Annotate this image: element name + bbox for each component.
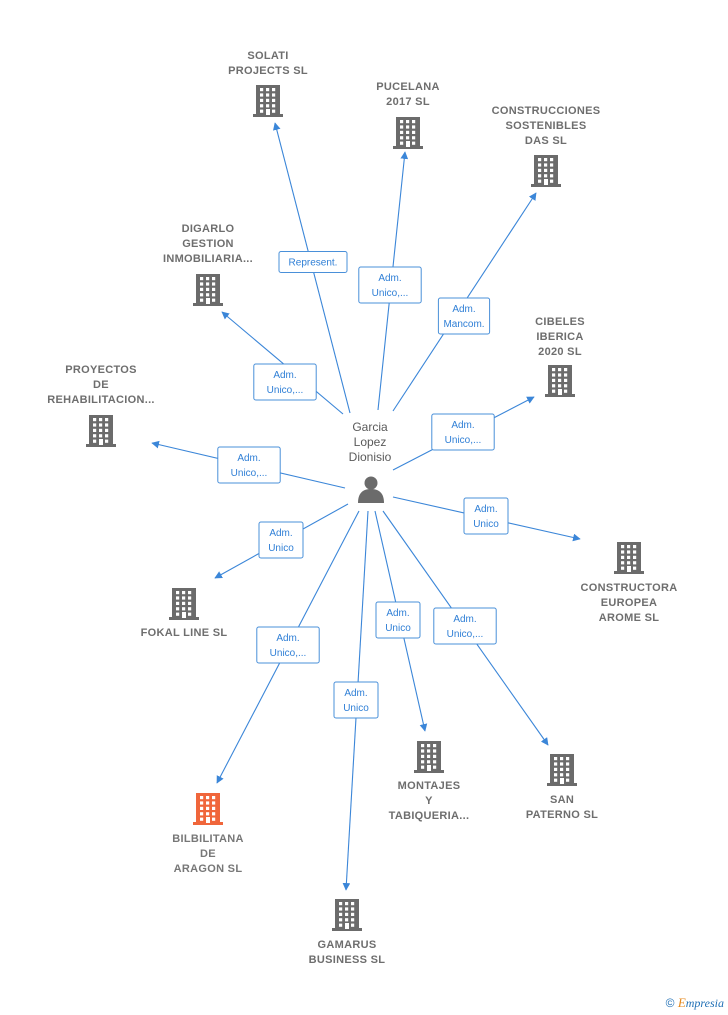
center-person-name-line: Garcia bbox=[352, 420, 388, 434]
company-name-sanpaterno[interactable]: PATERNO SL bbox=[526, 809, 598, 821]
relation-label-text: Unico,... bbox=[445, 435, 482, 446]
company-name-sanpaterno[interactable]: SAN bbox=[550, 794, 574, 806]
relation-label-gamarus[interactable]: Adm. Unico bbox=[333, 681, 379, 719]
company-name-proyectos[interactable]: DE bbox=[93, 379, 109, 391]
company-name-construcciones[interactable]: DAS SL bbox=[525, 135, 567, 147]
relation-label-text: Adm. bbox=[344, 688, 367, 699]
building-icon-pucelana[interactable] bbox=[393, 117, 423, 149]
relation-label-constructora[interactable]: Adm. Unico bbox=[463, 497, 509, 535]
building-icon-sanpaterno[interactable] bbox=[547, 754, 577, 786]
building-icon-construcciones[interactable] bbox=[531, 155, 561, 187]
company-name-proyectos[interactable]: PROYECTOS bbox=[65, 364, 137, 376]
company-name-bilbilitana[interactable]: ARAGON SL bbox=[174, 863, 243, 875]
company-name-montajes[interactable]: MONTAJES bbox=[398, 780, 461, 792]
relation-label-text: Unico,... bbox=[372, 288, 409, 299]
relation-label-text: Unico bbox=[473, 519, 499, 530]
relation-label-pucelana[interactable]: Adm. Unico,... bbox=[358, 266, 422, 304]
relation-label-text: Adm. bbox=[451, 420, 474, 431]
company-name-fokal[interactable]: FOKAL LINE SL bbox=[141, 627, 228, 639]
company-name-montajes[interactable]: Y bbox=[425, 795, 433, 807]
company-name-pucelana[interactable]: PUCELANA bbox=[376, 81, 440, 93]
building-icon-montajes[interactable] bbox=[414, 741, 444, 773]
company-name-proyectos[interactable]: REHABILITACION... bbox=[47, 394, 155, 406]
brand-rest: mpresia bbox=[685, 996, 724, 1010]
relation-label-solati[interactable]: Represent. bbox=[278, 251, 348, 273]
center-person-name-line: Dionisio bbox=[349, 450, 392, 464]
relation-label-fokal[interactable]: Adm. Unico bbox=[258, 521, 304, 559]
company-name-solati[interactable]: SOLATI bbox=[247, 50, 288, 62]
edge-digarlo bbox=[221, 311, 344, 415]
relation-label-text: Represent. bbox=[289, 258, 338, 269]
company-name-digarlo[interactable]: DIGARLO bbox=[182, 223, 235, 235]
company-name-cibeles[interactable]: 2020 SL bbox=[538, 346, 582, 358]
relation-label-text: Unico,... bbox=[447, 629, 484, 640]
relation-label-text: Adm. bbox=[273, 370, 296, 381]
company-name-gamarus[interactable]: BUSINESS SL bbox=[309, 954, 386, 966]
relation-label-text: Adm. bbox=[386, 608, 409, 619]
relation-label-montajes[interactable]: Adm. Unico bbox=[375, 601, 421, 639]
relation-label-text: Adm. bbox=[474, 504, 497, 515]
company-name-construcciones[interactable]: SOSTENIBLES bbox=[506, 120, 587, 132]
company-name-constructora[interactable]: CONSTRUCTORA bbox=[581, 582, 678, 594]
company-name-constructora[interactable]: EUROPEA bbox=[601, 597, 658, 609]
company-name-cibeles[interactable]: CIBELES bbox=[535, 316, 585, 328]
relation-label-proyectos[interactable]: Adm. Unico,... bbox=[217, 446, 281, 484]
copyright-symbol: © bbox=[665, 996, 675, 1010]
edge-labels-layer: Represent. Adm. Unico,... Adm. Mancom. Adm. Un… bbox=[217, 251, 509, 719]
company-name-digarlo[interactable]: INMOBILIARIA... bbox=[163, 253, 253, 265]
building-icon-constructora[interactable] bbox=[614, 542, 644, 574]
relation-label-text: Adm. bbox=[453, 614, 476, 625]
building-icon-fokal[interactable] bbox=[169, 588, 199, 620]
relation-label-text: Adm. bbox=[452, 304, 475, 315]
brand-initial: E bbox=[677, 995, 686, 1010]
relation-label-text: Unico bbox=[268, 543, 294, 554]
relation-label-text: Adm. bbox=[378, 273, 401, 284]
building-icon-digarlo[interactable] bbox=[193, 274, 223, 306]
company-name-bilbilitana[interactable]: BILBILITANA bbox=[172, 833, 244, 845]
company-name-solati[interactable]: PROJECTS SL bbox=[228, 65, 308, 77]
building-icon-gamarus[interactable] bbox=[332, 899, 362, 931]
company-name-cibeles[interactable]: IBERICA bbox=[536, 331, 583, 343]
company-name-constructora[interactable]: AROME SL bbox=[599, 612, 659, 624]
company-name-digarlo[interactable]: GESTION bbox=[182, 238, 234, 250]
relation-label-text: Unico bbox=[343, 703, 369, 714]
building-icon-proyectos[interactable] bbox=[86, 415, 116, 447]
relation-label-digarlo[interactable]: Adm. Unico,... bbox=[253, 363, 317, 401]
relation-label-text: Unico,... bbox=[231, 468, 268, 479]
relation-label-cibeles[interactable]: Adm. Unico,... bbox=[431, 413, 495, 451]
relation-label-text: Mancom. bbox=[443, 319, 484, 330]
company-name-pucelana[interactable]: 2017 SL bbox=[386, 96, 430, 108]
relation-label-text: Unico,... bbox=[267, 385, 304, 396]
relation-label-sanpaterno[interactable]: Adm. Unico,... bbox=[433, 607, 497, 645]
footer-copyright: © Empresia bbox=[666, 995, 724, 1011]
relation-label-text: Adm. bbox=[237, 453, 260, 464]
person-icon[interactable] bbox=[358, 476, 384, 504]
relation-label-text: Adm. bbox=[269, 528, 292, 539]
company-name-montajes[interactable]: TABIQUERIA... bbox=[389, 810, 470, 822]
company-name-gamarus[interactable]: GAMARUS bbox=[318, 939, 377, 951]
relation-label-text: Unico,... bbox=[270, 648, 307, 659]
relation-label-bilbilitana[interactable]: Adm. Unico,... bbox=[256, 626, 320, 664]
building-icon-cibeles[interactable] bbox=[545, 365, 575, 397]
company-name-bilbilitana[interactable]: DE bbox=[200, 848, 216, 860]
relation-label-text: Unico bbox=[385, 623, 411, 634]
center-person-name-line: Lopez bbox=[354, 435, 387, 449]
relation-label-construcciones[interactable]: Adm. Mancom. bbox=[437, 297, 491, 335]
company-name-construcciones[interactable]: CONSTRUCCIONES bbox=[492, 105, 601, 117]
building-icon-bilbilitana[interactable] bbox=[193, 793, 223, 825]
relation-label-text: Adm. bbox=[276, 633, 299, 644]
building-icon-solati[interactable] bbox=[253, 85, 283, 117]
